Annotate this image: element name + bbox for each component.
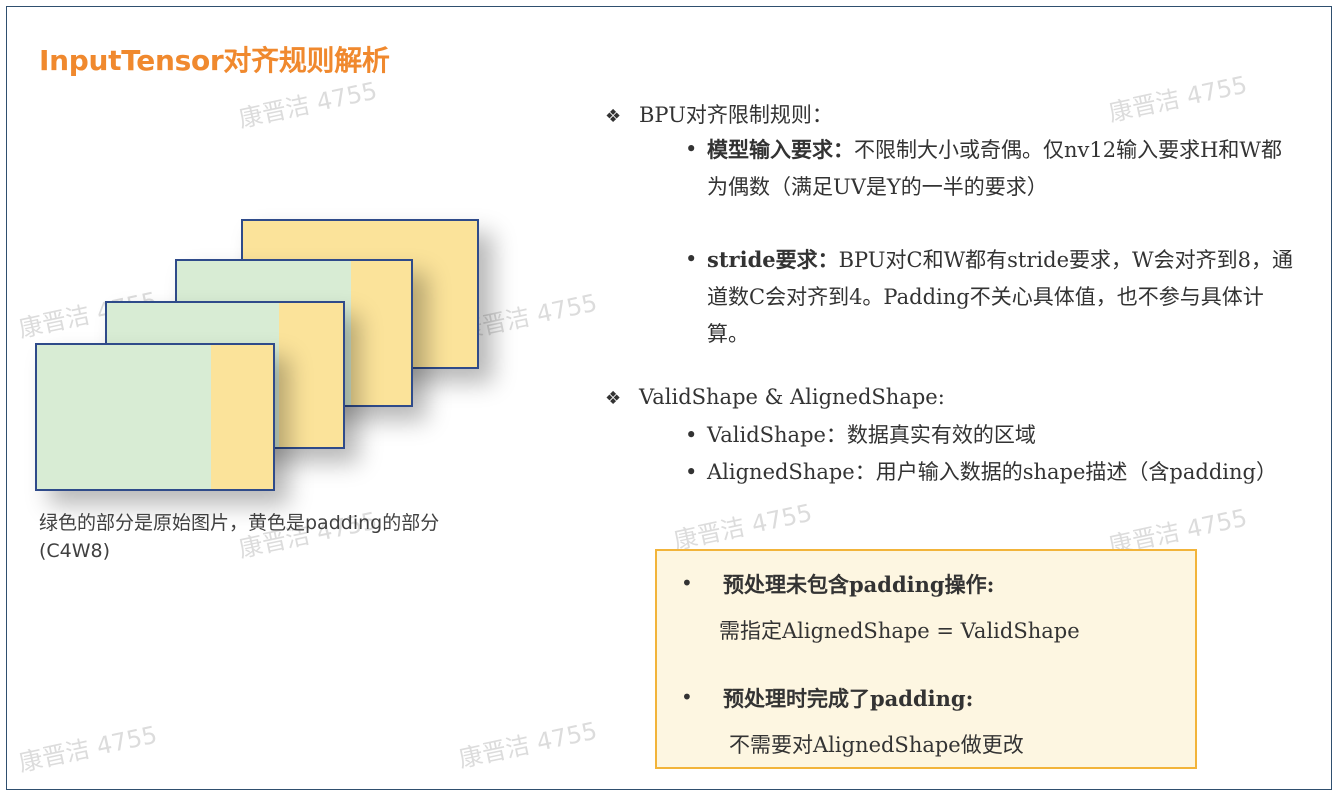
note-body-padding-done: 不需要对AlignedShape做更改 [729, 733, 1024, 757]
list-item-stride: • stride要求：BPU对C和W都有stride要求，W会对齐到8，通道数C… [685, 241, 1297, 353]
bullet-icon: • [681, 685, 693, 709]
section-heading-shapes: ❖ValidShape & AlignedShape: [605, 385, 945, 409]
original-image-area [37, 345, 213, 489]
padding-area [351, 261, 411, 405]
note-heading-no-padding: 预处理未包含padding操作: [723, 572, 995, 597]
figure-caption: 绿色的部分是原始图片，黄色是padding的部分(C4W8) [39, 512, 440, 562]
image-frame-1 [35, 343, 275, 491]
bullet-icon: • [685, 460, 698, 484]
watermark: 康晋洁 4755 [236, 76, 380, 134]
bullet-icon: • [685, 423, 698, 447]
watermark: 康晋洁 4755 [1106, 70, 1250, 128]
bullet-icon: • [681, 571, 693, 595]
list-item-validshape: • ValidShape：数据真实有效的区域 [685, 417, 1307, 454]
diamond-bullet-icon: ❖ [605, 106, 622, 127]
watermark: 康晋洁 4755 [16, 720, 160, 778]
diamond-bullet-icon: ❖ [605, 388, 622, 409]
list-item-alignedshape: • AlignedShape：用户输入数据的shape描述（含padding） [685, 454, 1312, 491]
list-item-model-input: • 模型输入要求：不限制大小或奇偶。仅nv12输入要求H和W都为偶数（满足UV是… [685, 131, 1297, 206]
padding-note-box: • 预处理未包含padding操作: 需指定AlignedShape = Val… [655, 549, 1197, 769]
slide: InputTensor对齐规则解析 康晋洁 4755 康晋洁 4755 康晋洁 … [6, 6, 1332, 790]
watermark: 康晋洁 4755 [671, 498, 815, 556]
watermark: 康晋洁 4755 [456, 716, 600, 774]
slide-title: InputTensor对齐规则解析 [39, 44, 390, 77]
padding-area [211, 345, 273, 489]
note-heading-padding-done: 预处理时完成了padding: [723, 686, 974, 711]
bullet-icon: • [685, 137, 698, 161]
section-heading-bpu: ❖BPU对齐限制规则： [605, 103, 833, 127]
bullet-icon: • [685, 247, 698, 271]
padding-area [279, 303, 343, 447]
note-body-no-padding: 需指定AlignedShape = ValidShape [719, 619, 1080, 643]
